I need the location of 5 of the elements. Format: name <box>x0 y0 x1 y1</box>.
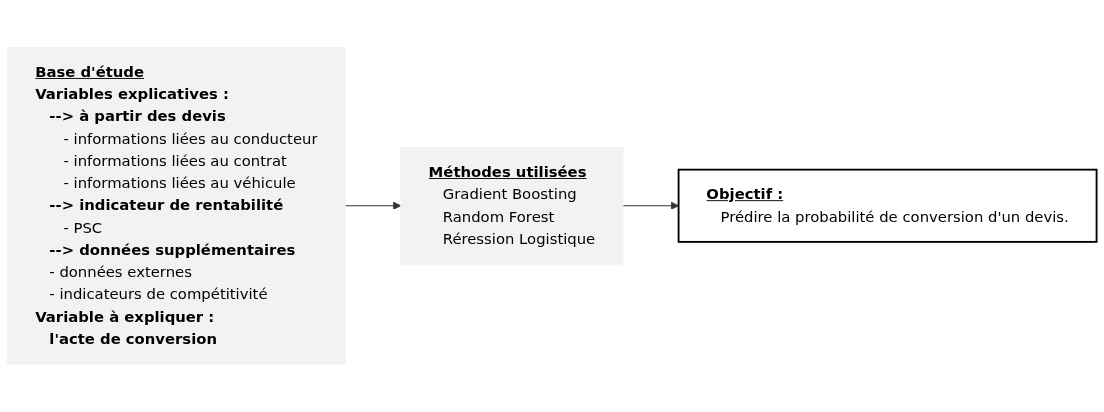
node-box: Méthodes utilisées Gradient Boosting Random Forest Réression Logistique <box>400 147 624 265</box>
node-box: Base d'étude Variables explicatives : --> à partir des devis - informations liées au conducteur - informations liées au contrat - informations liées au véhicule --> indicateur de rentabilité - PSC --> données supplémentaires - données externes - indicateurs de compétitivité Variable à expliquer : l'acte de conversion <box>6 47 346 365</box>
arrow <box>344 201 402 211</box>
node-box: Objectif : Prédire la probabilité de conversion d'un devis. <box>677 168 1098 244</box>
arrow <box>622 201 679 211</box>
